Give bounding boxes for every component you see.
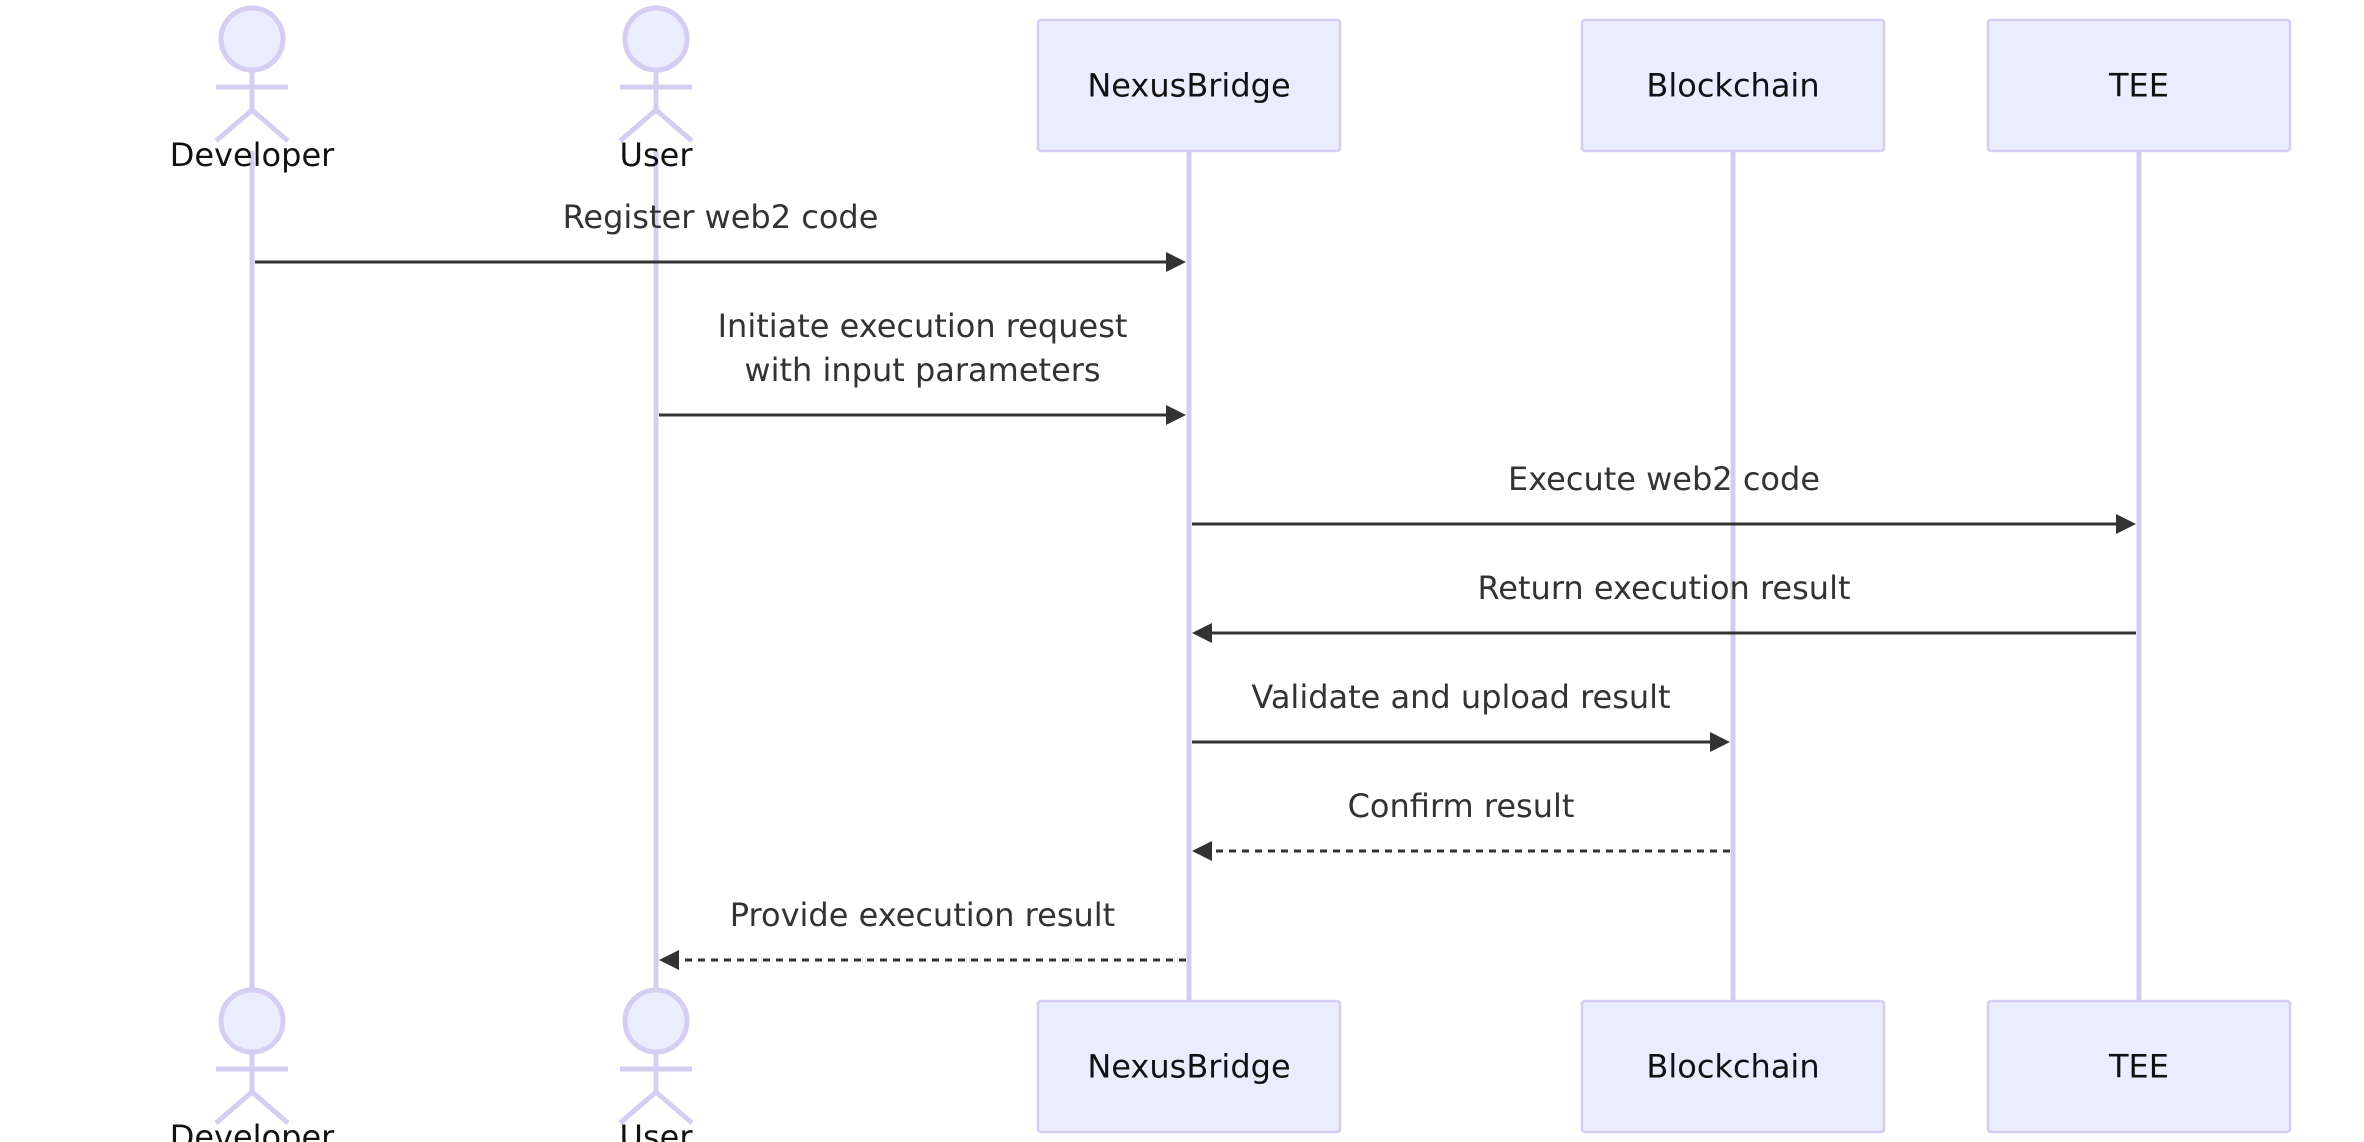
participant-box: [1986, 18, 2292, 153]
actor-head-icon: [622, 5, 690, 73]
message-5: Validate and upload result: [1192, 678, 1730, 752]
participant-label: NexusBridge: [1087, 67, 1290, 105]
participant-blockchain-top: Blockchain: [1580, 18, 1886, 153]
message-label: Initiate execution request: [718, 307, 1128, 345]
actor-label: User: [620, 1118, 694, 1142]
actor-head-icon: [622, 987, 690, 1055]
arrowhead-icon: [1192, 841, 1212, 861]
participant-box: [1986, 999, 2292, 1134]
actor-right-leg: [250, 108, 290, 143]
arrowhead-icon: [1192, 623, 1212, 643]
message-4: Return execution result: [1192, 569, 2136, 643]
actor-developer-bottom: Developer: [170, 987, 335, 1142]
actor-label: Developer: [170, 136, 335, 174]
participant-nexusbridge-top: NexusBridge: [1036, 18, 1342, 153]
lifelines: [249, 151, 2142, 1001]
actor-head-icon: [218, 5, 286, 73]
actor-label: User: [620, 136, 694, 174]
arrowhead-icon: [659, 950, 679, 970]
participants-bottom: Developer User NexusBridge Blockchain TEE: [170, 987, 2292, 1142]
message-label: Provide execution result: [730, 896, 1115, 934]
actor-user-top: User: [618, 5, 694, 174]
actor-label: Developer: [170, 1118, 335, 1142]
message-label: Confirm result: [1348, 787, 1575, 825]
participant-box: [1036, 18, 1342, 153]
arrowhead-icon: [1166, 252, 1186, 272]
participant-box: [1036, 999, 1342, 1134]
actor-head-icon: [218, 987, 286, 1055]
participant-label: Blockchain: [1646, 67, 1819, 105]
actor-left-leg: [214, 1090, 254, 1125]
message-label: Execute web2 code: [1508, 460, 1820, 498]
message-2: Initiate execution request with input par…: [659, 307, 1186, 425]
message-7: Provide execution result: [659, 896, 1186, 970]
message-label: Validate and upload result: [1251, 678, 1670, 716]
message-3: Execute web2 code: [1192, 460, 2136, 534]
message-label: Return execution result: [1478, 569, 1851, 607]
actor-developer-top: Developer: [170, 5, 335, 174]
actor-left-leg: [618, 108, 658, 143]
arrowhead-icon: [2116, 514, 2136, 534]
actor-left-leg: [214, 108, 254, 143]
participant-tee-bottom: TEE: [1986, 999, 2292, 1134]
participant-tee-top: TEE: [1986, 18, 2292, 153]
actor-right-leg: [654, 108, 694, 143]
message-label: with input parameters: [744, 351, 1100, 389]
participant-nexusbridge-bottom: NexusBridge: [1036, 999, 1342, 1134]
participant-label: Blockchain: [1646, 1048, 1819, 1086]
participant-box: [1580, 999, 1886, 1134]
arrowhead-icon: [1166, 405, 1186, 425]
message-1: Register web2 code: [255, 198, 1186, 272]
participant-blockchain-bottom: Blockchain: [1580, 999, 1886, 1134]
actor-right-leg: [250, 1090, 290, 1125]
participants-top: Developer User NexusBridge Blockchain TEE: [170, 5, 2292, 174]
participant-label: NexusBridge: [1087, 1048, 1290, 1086]
actor-right-leg: [654, 1090, 694, 1125]
actor-left-leg: [618, 1090, 658, 1125]
participant-label: TEE: [2108, 67, 2169, 105]
message-label: Register web2 code: [563, 198, 879, 236]
participant-box: [1580, 18, 1886, 153]
actor-user-bottom: User: [618, 987, 694, 1142]
participant-label: TEE: [2108, 1048, 2169, 1086]
arrowhead-icon: [1710, 732, 1730, 752]
message-6: Confirm result: [1192, 787, 1730, 861]
